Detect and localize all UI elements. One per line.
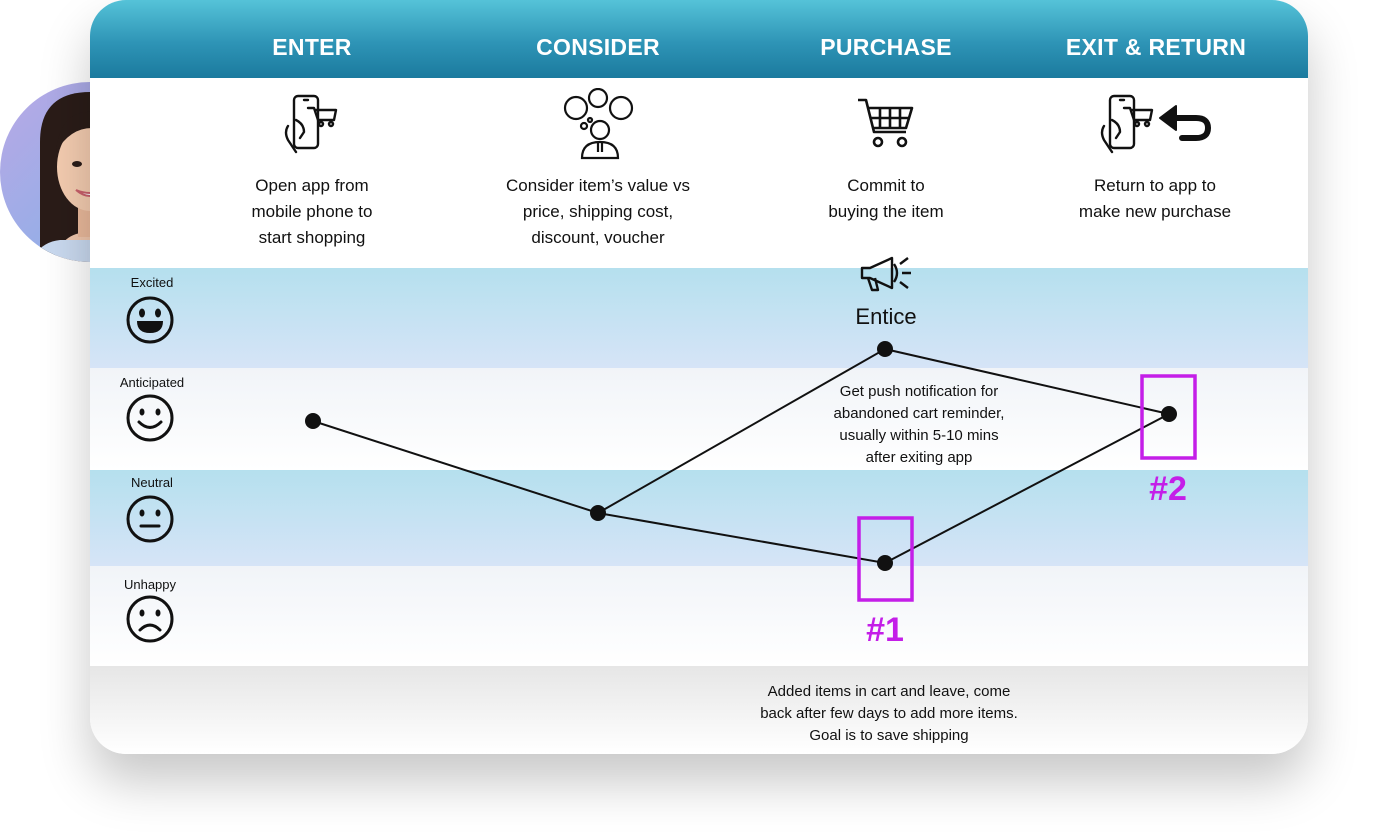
megaphone-icon [858, 254, 914, 299]
entice-note: Get push notification for abandoned cart… [808, 381, 1030, 469]
stage-description-exit-return: Return to app to make new purchase [1025, 173, 1285, 225]
mood-label-excited: Excited [130, 275, 174, 290]
highlight-box-1 [857, 516, 914, 602]
desc-line: make new purchase [1078, 202, 1232, 221]
note-line: back after few days to add more items. [760, 705, 1018, 722]
sad-face-icon [125, 594, 175, 649]
desc-line: discount, voucher [531, 228, 665, 247]
desc-line: price, shipping cost, [522, 202, 674, 221]
mood-band-unhappy [90, 566, 1308, 666]
note-line: Goal is to save shipping [809, 727, 969, 744]
desc-line: Commit to [847, 176, 925, 195]
note-line: Added items in cart and leave, come [767, 683, 1011, 700]
desc-line: Open app from [255, 176, 369, 195]
smile-face-icon [125, 393, 175, 448]
journey-map-card: ENTER CONSIDER PURCHASE EXIT & RETURN [90, 0, 1308, 754]
shopping-cart-icon [856, 96, 916, 157]
note-line: abandoned cart reminder, [833, 405, 1005, 422]
stage-title-enter: ENTER [272, 34, 352, 60]
mood-band-anticipated [90, 368, 1308, 470]
journey-point-abandon [877, 555, 893, 571]
highlight-box-2 [1140, 374, 1197, 460]
mood-label-anticipated: Anticipated [119, 375, 185, 390]
highlight-label-1: #1 [866, 611, 904, 649]
desc-line: Consider item’s value vs [506, 176, 690, 195]
stage-title-purchase: PURCHASE [820, 34, 952, 60]
mood-band-neutral [90, 470, 1308, 566]
abandon-note: Added items in cart and leave, come back… [720, 681, 1058, 747]
note-line: usually within 5-10 mins [839, 427, 999, 444]
phone-cart-return-icon [1098, 94, 1214, 161]
mood-label-unhappy: Unhappy [123, 577, 177, 592]
excited-face-icon [125, 295, 175, 350]
phone-cart-icon [282, 94, 338, 161]
journey-point-enter [305, 413, 321, 429]
mood-label-neutral: Neutral [131, 475, 173, 490]
journey-line [305, 341, 1197, 602]
footer-band [90, 666, 1308, 754]
note-line: after exiting app [865, 449, 973, 466]
journey-point-consider [590, 505, 606, 521]
stage-description-enter: Open app from mobile phone to start shop… [182, 173, 442, 251]
journey-point-return [1161, 406, 1177, 422]
desc-line: buying the item [828, 202, 944, 221]
highlight-label-2: #2 [1149, 470, 1187, 508]
entice-label: Entice [855, 304, 917, 329]
stage-description-purchase: Commit to buying the item [756, 173, 1016, 225]
desc-line: Return to app to [1094, 176, 1216, 195]
stage-title-consider: CONSIDER [536, 34, 660, 60]
thinking-person-icon [562, 87, 636, 165]
note-line: Get push notification for [839, 383, 999, 400]
journey-point-entice [877, 341, 893, 357]
mood-band-excited [90, 268, 1308, 368]
neutral-face-icon [125, 494, 175, 549]
desc-line: mobile phone to [251, 202, 373, 221]
desc-line: start shopping [258, 228, 366, 247]
stage-header [90, 0, 1308, 78]
stage-description-consider: Consider item’s value vs price, shipping… [468, 173, 728, 251]
stage-title-exit-return: EXIT & RETURN [1065, 34, 1247, 60]
